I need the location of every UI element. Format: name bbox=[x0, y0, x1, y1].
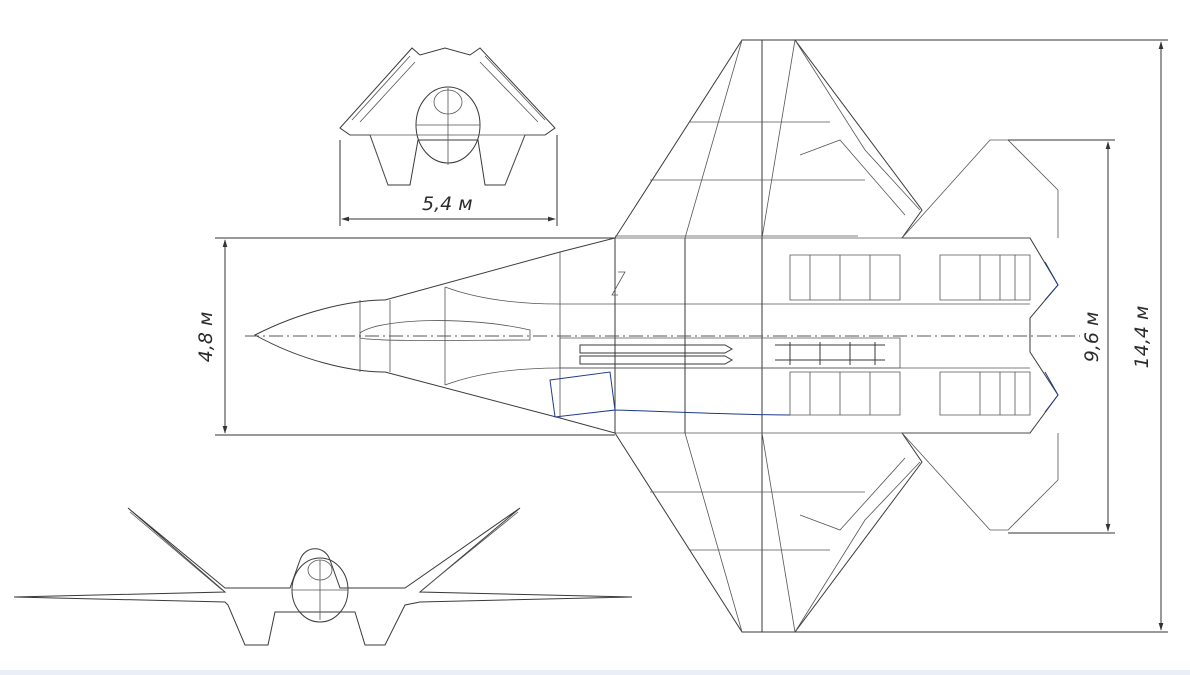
footer-strip bbox=[0, 670, 1190, 675]
front-view-upper bbox=[339, 47, 556, 186]
tail-span-label: 9,6 м bbox=[1081, 312, 1103, 363]
dimension-tail-span bbox=[1008, 139, 1115, 534]
dimension-front-span bbox=[339, 135, 558, 226]
total-span-label: 14,4 м bbox=[1131, 306, 1153, 369]
front-span-label: 5,4 м bbox=[422, 193, 473, 215]
fuselage-width-label: 4,8 м bbox=[195, 312, 217, 363]
top-view bbox=[245, 39, 1080, 633]
front-view-lower bbox=[13, 507, 633, 646]
dimension-fuselage-width bbox=[215, 237, 615, 436]
dimension-total-span bbox=[795, 39, 1168, 633]
